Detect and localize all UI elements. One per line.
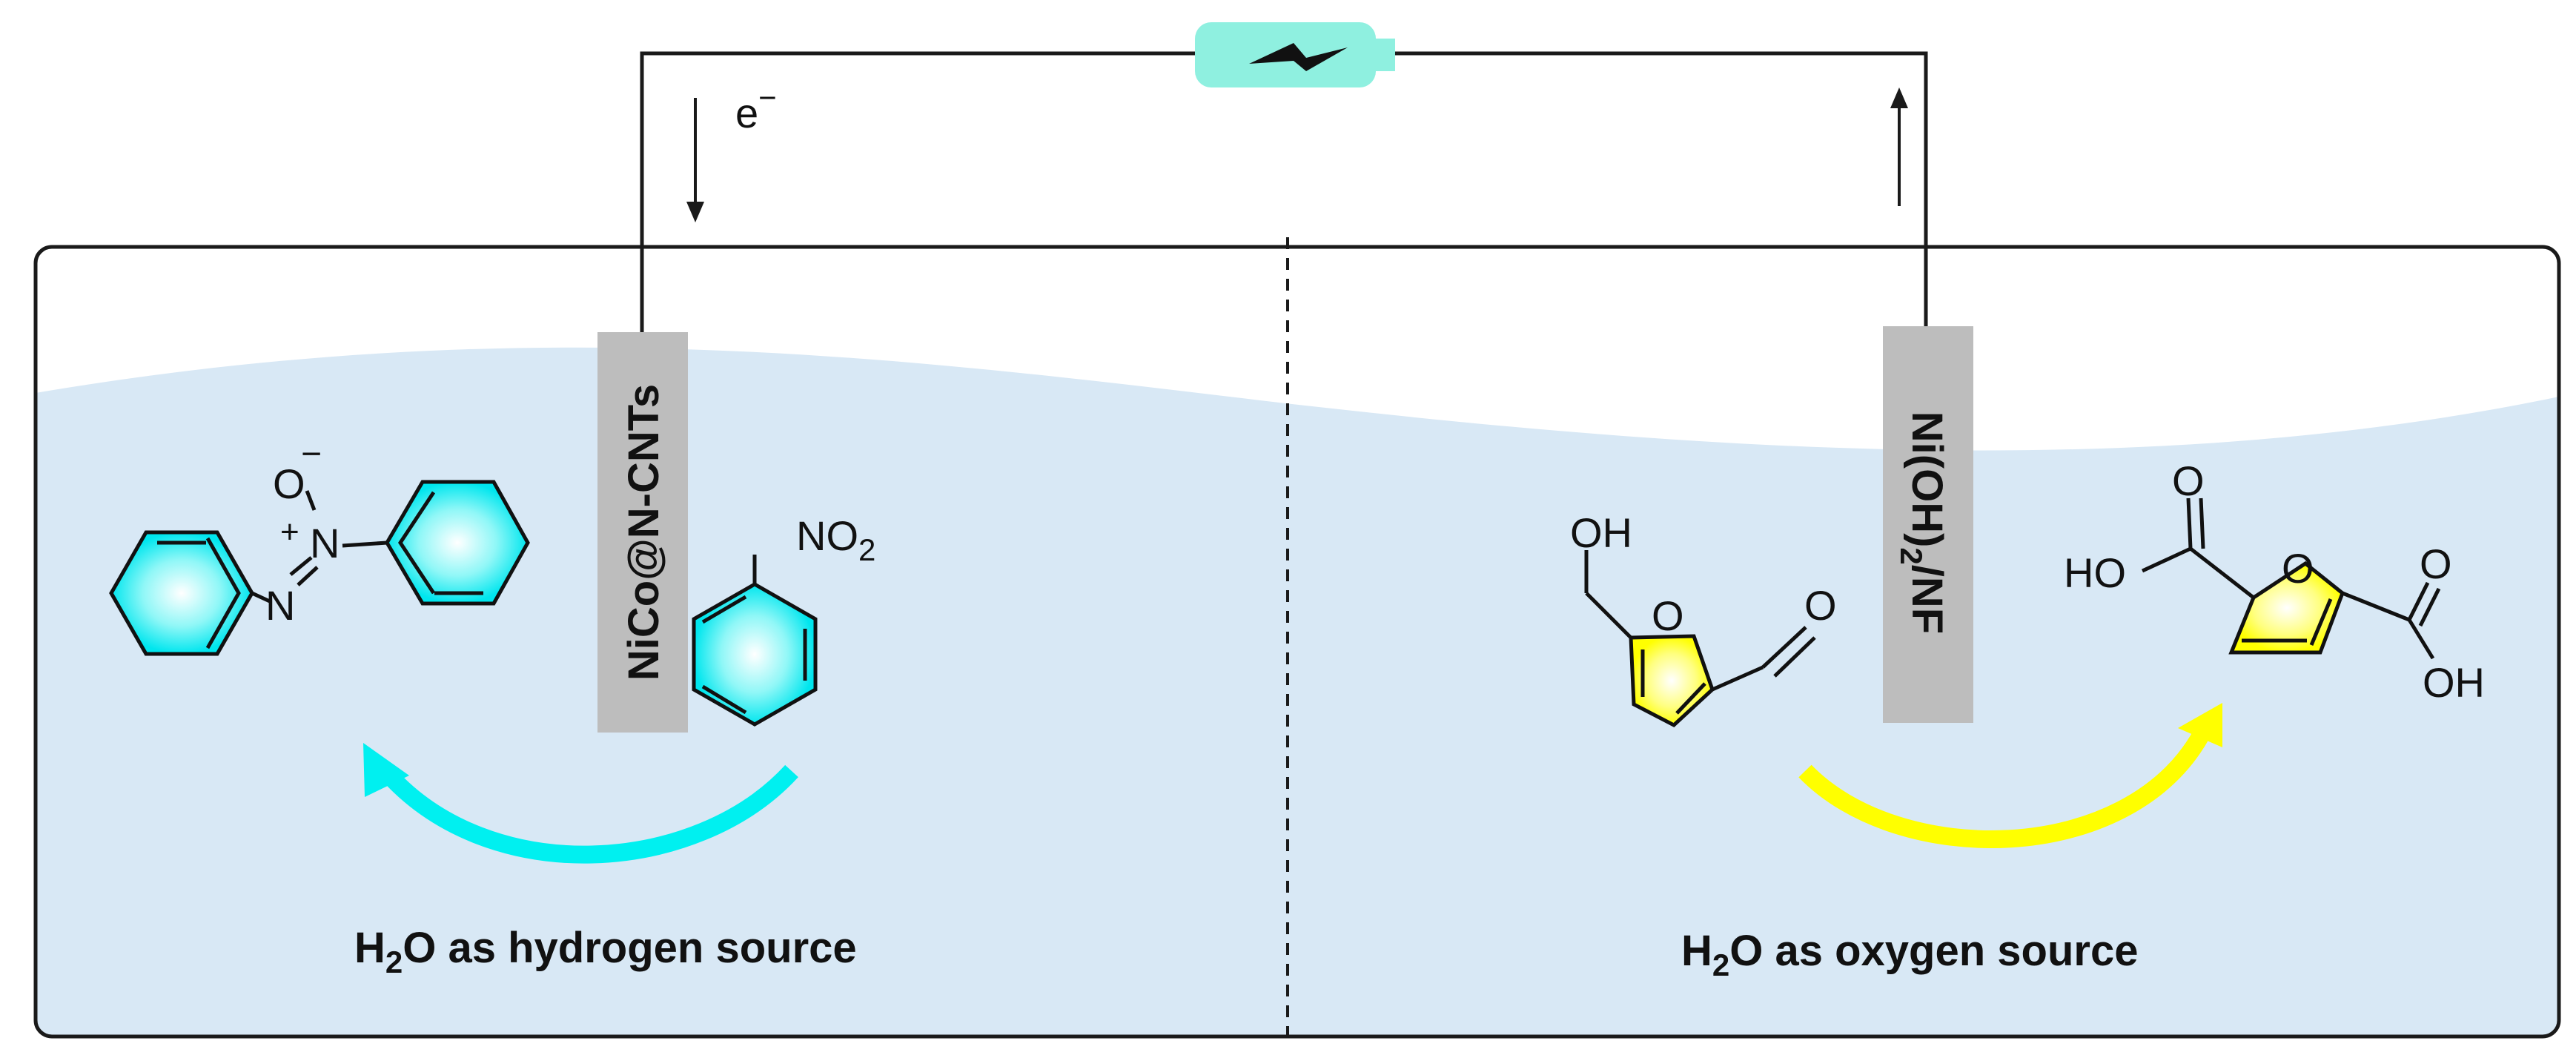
cathode-label: NiCo@N-CNTs [620,384,668,681]
right-caption: H2O as oxygen source [1681,927,2138,982]
hmf-aldehyde-o: O [1804,582,1837,629]
cathode-electrode [597,332,688,733]
azoxybenzene-molecule: N N + O − [109,434,530,656]
electron-label: e− [735,80,777,136]
azoxy-n-top: N [310,520,340,566]
fdca-top-o: O [2172,457,2205,504]
circuit-wire-right [1395,51,1928,326]
fdca-molecule: HO O O O OH [2064,457,2485,706]
anode-electrode [1883,326,1973,723]
curved-arrow-icon [1798,703,2222,848]
battery-icon [1195,22,1395,87]
azoxy-n-bottom: N [265,582,295,629]
azoxy-plus: + [280,514,299,550]
azoxy-o-minus: − [301,434,322,474]
electrolysis-tank [33,245,2561,1039]
fdca-right-o: O [2420,540,2452,587]
fdca-oh: OH [2423,659,2485,706]
nitro-group-label: NO2 [796,512,875,567]
nitrobenzene-molecule: NO2 [692,512,875,727]
fdca-ho: HO [2064,549,2126,596]
hmf-oh: OH [1570,509,1632,556]
circuit-wire-left [640,51,1195,332]
hmf-molecule: OH O O [1570,509,1837,728]
electron-flow-down-arrow [686,98,704,222]
hmf-ring-o: O [1652,592,1684,639]
left-caption: H2O as hydrogen source [354,924,857,979]
fdca-ring-o: O [2282,545,2314,592]
curved-arrow-icon [363,743,798,864]
electron-flow-up-arrow [1890,87,1908,206]
anode-label: Ni(OH)2/NF [1894,411,1951,634]
azoxy-o: O [273,460,305,507]
